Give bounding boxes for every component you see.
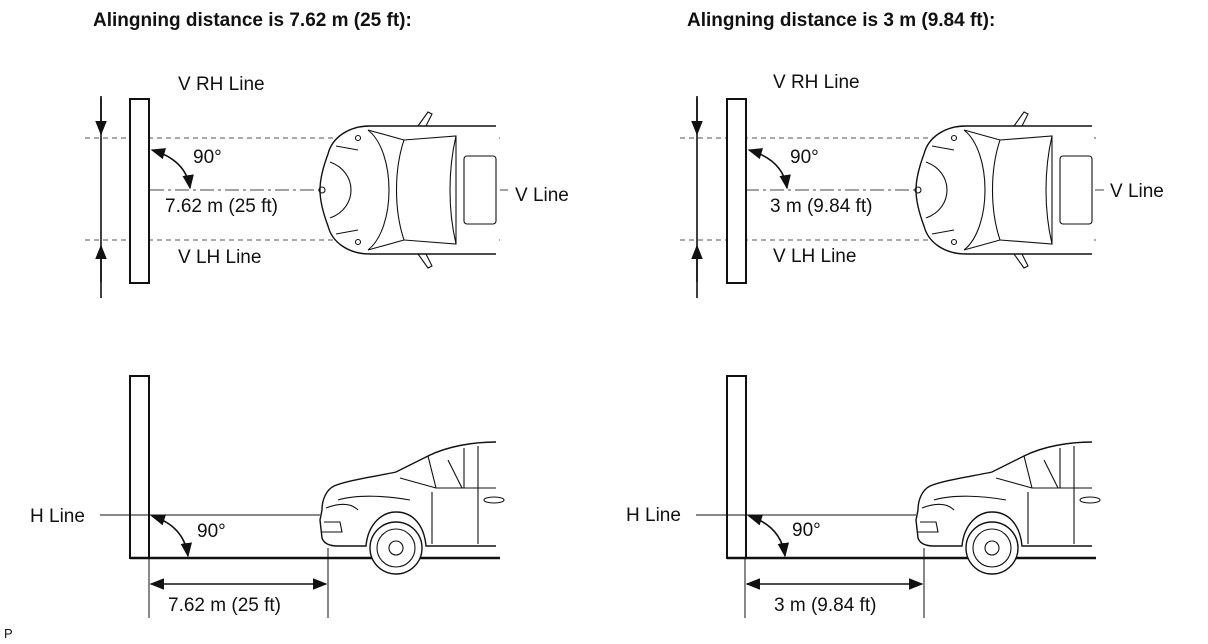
h-line-label: H Line	[626, 505, 681, 526]
h-line-label: H Line	[30, 506, 85, 527]
angle-label: 90°	[193, 147, 222, 168]
right-title: Alingning distance is 3 m (9.84 ft):	[687, 10, 995, 31]
car-side-view	[319, 441, 505, 575]
angle-label: 90°	[790, 147, 819, 168]
right-angle-arrow-icon	[150, 514, 192, 558]
angle-label: 90°	[197, 521, 226, 542]
screen-wall	[726, 375, 747, 559]
car-side-view	[915, 441, 1101, 575]
screen-wall	[129, 375, 150, 559]
screen-wall	[726, 98, 747, 284]
v-line-label: V Line	[515, 185, 569, 206]
left-title: Alingning distance is 7.62 m (25 ft):	[93, 10, 412, 31]
v-lh-line-label: V LH Line	[773, 246, 856, 267]
right-angle-arrow-icon	[747, 148, 791, 190]
screen-wall	[129, 98, 150, 284]
distance-label: 7.62 m (25 ft)	[165, 196, 278, 217]
left-top-view: V RH Line 90° 7.62 m (25 ft) V LH Line V…	[85, 74, 569, 298]
distance-label: 3 m (9.84 ft)	[770, 196, 872, 217]
distance-label: 3 m (9.84 ft)	[774, 595, 876, 616]
right-top-view: V RH Line 90° 3 m (9.84 ft) V LH Line V …	[680, 72, 1164, 298]
corner-mark: P	[4, 626, 13, 641]
v-line-label: V Line	[1110, 181, 1164, 202]
right-side-view: H Line 90° 3 m (9.84 ft)	[626, 375, 1101, 618]
angle-label: 90°	[792, 520, 821, 541]
v-rh-line-label: V RH Line	[773, 72, 860, 93]
v-rh-line-label: V RH Line	[178, 74, 265, 95]
v-lh-line-label: V LH Line	[178, 247, 261, 268]
distance-label: 7.62 m (25 ft)	[168, 595, 281, 616]
right-angle-arrow-icon	[150, 148, 194, 190]
car-top-view	[914, 111, 1093, 269]
left-side-view: H Line 90° 7.62 m (25 ft)	[30, 375, 505, 618]
right-angle-arrow-icon	[747, 514, 789, 558]
car-top-view	[318, 111, 497, 269]
